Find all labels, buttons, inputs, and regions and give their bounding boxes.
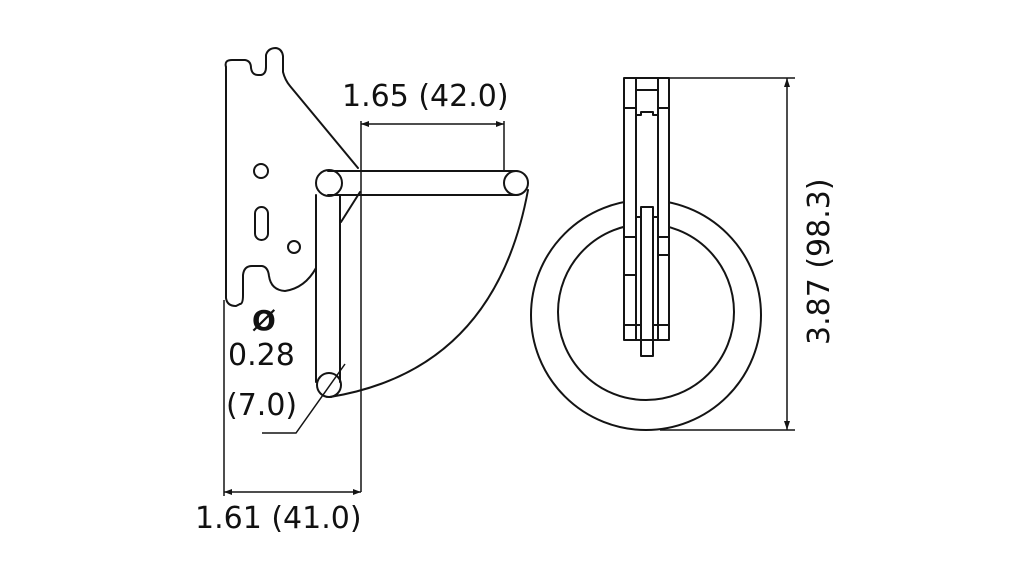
center-plate-upper [635, 111, 659, 186]
diameter-value: 0.28 [228, 338, 295, 373]
reach-dimension-label: 1.65 (42.0) [342, 79, 509, 114]
mounting-hole-lower [287, 240, 301, 254]
bracket-plate-lower-notch [239, 265, 317, 305]
rod-brace [340, 191, 361, 223]
side-view: 1.65 (42.0) Ø 0.28 (7.0) 1.61 (41.0) [195, 47, 529, 536]
mounting-slot [254, 206, 269, 241]
diameter-symbol: Ø [252, 304, 276, 337]
ring-swing-arc [329, 189, 529, 398]
rod-end-bottom [316, 372, 342, 398]
base-dimension-label: 1.61 (41.0) [195, 501, 362, 536]
mounting-hole-upper [253, 163, 269, 179]
rod-end-right [503, 170, 529, 196]
bracket-plate [224, 47, 359, 169]
center-plate-lower [640, 206, 654, 357]
rod-end-left [315, 169, 343, 197]
plate-stack-mask [624, 78, 669, 340]
height-dimension-label: 3.87 (98.3) [802, 178, 837, 345]
plate-stack-outer [623, 77, 670, 341]
front-view: 3.87 (98.3) [530, 77, 837, 431]
bracket-plate-back [225, 66, 241, 307]
diameter-leader [262, 363, 346, 434]
diameter-metric: (7.0) [226, 388, 297, 423]
